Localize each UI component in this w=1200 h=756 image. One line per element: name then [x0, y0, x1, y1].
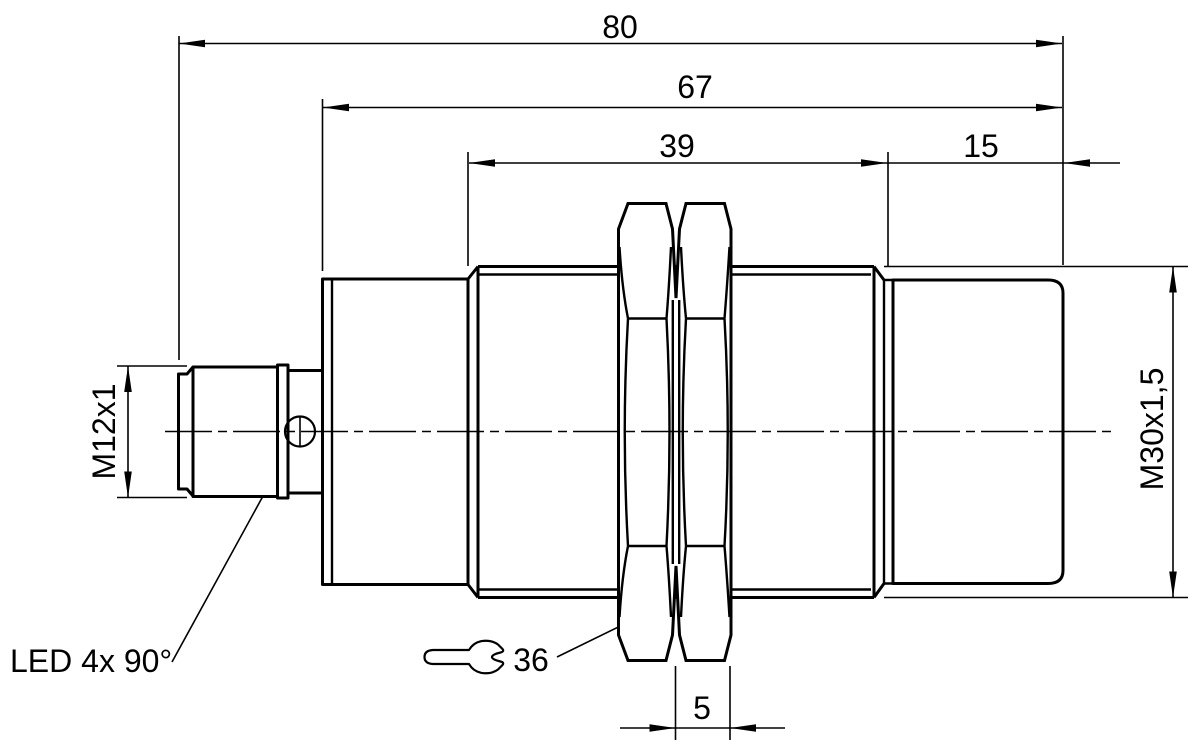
arrow-80-left: [179, 39, 205, 48]
dim-80-label: 80: [602, 9, 638, 45]
arrow-5-right: [730, 724, 756, 732]
dim-15-label: 15: [963, 128, 999, 164]
sensing-face-cap: [891, 278, 1065, 585]
arrow-15-right: [1064, 159, 1090, 167]
led-indicator: [283, 415, 317, 448]
dim-5-label: 5: [693, 690, 711, 726]
thread-outer-lines: [478, 265, 874, 599]
m30-thread-label: M30x1,5: [1134, 368, 1170, 491]
dimension-arrows: [124, 39, 1177, 732]
dim-39-label: 39: [659, 128, 695, 164]
thread-chamfer-left: [466, 265, 480, 599]
arrow-5-left: [649, 724, 676, 732]
arrow-39-left: [469, 159, 495, 167]
thread-chamfer-right: [872, 265, 886, 599]
arrow-80-right: [1036, 39, 1062, 48]
wrench-size-label: 36: [513, 642, 549, 678]
m12-thread-label: M12x1: [86, 383, 122, 479]
dimension-labels: 80 67 39 15 5 36 LED 4x 90° M12x1 M30x1,…: [10, 9, 1170, 726]
dim-67-label: 67: [677, 69, 713, 105]
arrow-m30-bottom: [1169, 571, 1177, 598]
sensor-housing: [321, 265, 1065, 599]
arrow-67-left: [323, 103, 349, 112]
arrow-m12-bottom: [124, 471, 132, 498]
led-note-label: LED 4x 90°: [10, 643, 172, 679]
arrow-m12-top: [124, 366, 132, 392]
arrow-67-right: [1036, 103, 1062, 112]
wrench-icon: [423, 639, 505, 675]
arrow-m30-top: [1169, 266, 1177, 293]
dimension-lines: [117, 36, 1188, 740]
arrow-39-right: [861, 159, 887, 167]
